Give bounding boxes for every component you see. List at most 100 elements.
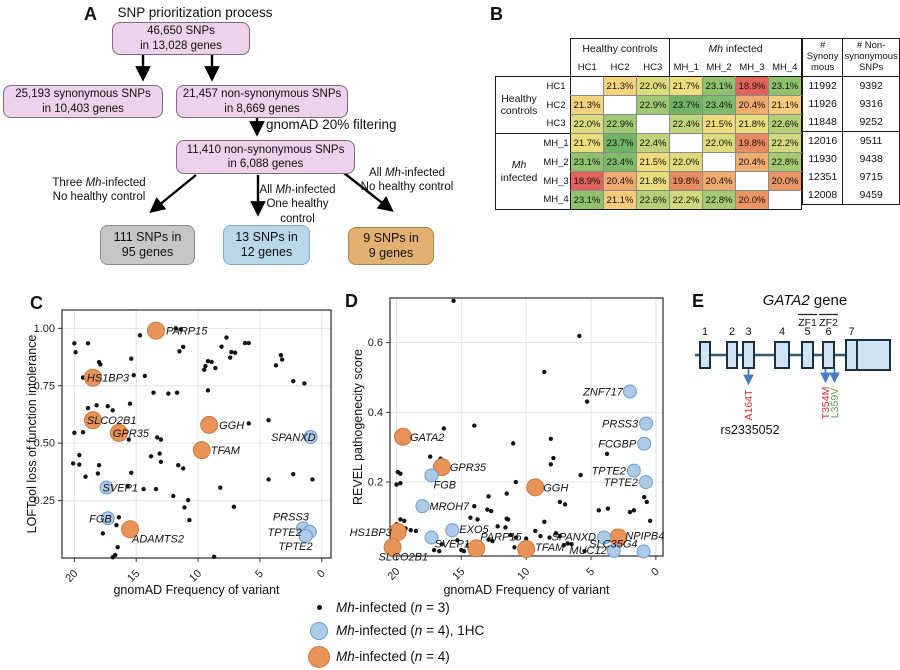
- variant-label: L359V: [829, 388, 841, 418]
- heatmap-cell: 20.4%: [735, 95, 769, 115]
- x-axis-title: gnomAD Frequency of variant: [113, 583, 280, 597]
- data-point-blue: [99, 480, 114, 495]
- variant-label: T354M: [820, 387, 832, 420]
- heatmap-cell: 20.4%: [702, 171, 736, 191]
- data-point-black: [551, 455, 556, 461]
- row-header: HC2: [546, 99, 566, 111]
- counts-cell: 9511: [842, 131, 900, 150]
- data-point-black: [187, 517, 192, 523]
- col-header: HC2: [610, 62, 630, 73]
- exon-number: 7: [848, 326, 854, 338]
- gene-title: GATA2 gene: [763, 292, 848, 309]
- data-point-black: [578, 472, 583, 478]
- data-point-blue: [638, 475, 653, 490]
- x-tick-label: 20: [385, 566, 402, 583]
- data-point-black: [503, 525, 508, 530]
- gene-label: TPTE2: [267, 527, 301, 539]
- data-point-black: [73, 350, 78, 355]
- data-point-black: [302, 381, 307, 386]
- data-point-black: [538, 533, 543, 539]
- heatmap-cell: 22.0%: [570, 114, 604, 134]
- heatmap-cell: [636, 114, 670, 134]
- heatmap-cell: 22.6%: [768, 114, 802, 134]
- exon-box: [774, 341, 790, 369]
- data-point-black: [486, 537, 491, 542]
- data-point-black: [468, 515, 473, 520]
- heatmap-cell: 22.8%: [768, 152, 802, 172]
- data-point-black: [553, 531, 559, 536]
- heatmap-cell: [735, 171, 769, 191]
- heatmap-cell: 20.0%: [735, 190, 769, 210]
- x-tick-label: 0: [315, 568, 328, 581]
- data-point-black: [291, 378, 296, 384]
- data-point-black: [246, 421, 251, 426]
- gene-label: SLCO2B1: [87, 415, 137, 427]
- data-point-black: [441, 426, 447, 431]
- data-point-black: [148, 454, 154, 459]
- legend-label: Mh-infected (n = 4), 1HC: [336, 623, 485, 638]
- data-point-black: [72, 341, 77, 346]
- data-point-black: [398, 517, 403, 522]
- data-point-black: [174, 390, 180, 395]
- heatmap-cell: 22.9%: [603, 114, 637, 134]
- data-point-black: [205, 359, 211, 364]
- data-point-black: [125, 483, 130, 489]
- heatmap-cell: [702, 152, 736, 172]
- gene-label: PARP15: [166, 326, 208, 338]
- heatmap-cell: 22.0%: [702, 133, 736, 153]
- heatmap-cell: 22.0%: [669, 152, 703, 172]
- data-point-orange: [200, 415, 219, 434]
- data-point-black: [176, 463, 181, 468]
- flowchart-arrows: [135, 55, 394, 217]
- data-point-black: [181, 344, 186, 350]
- arrow-box4-box5: [149, 174, 197, 213]
- data-point-black: [181, 466, 186, 471]
- counts-cell: 9392: [842, 76, 900, 95]
- data-point-black: [565, 541, 570, 546]
- data-point-black: [513, 479, 519, 485]
- gene-label: GGH: [543, 482, 568, 494]
- y-axis-title: REVEL pathogenecity score: [351, 349, 365, 505]
- heatmap-cell: 21.8%: [735, 114, 769, 134]
- data-point-black: [437, 548, 442, 554]
- data-point-black: [547, 535, 552, 540]
- data-point-black: [232, 350, 238, 355]
- data-point-orange: [467, 539, 486, 558]
- row-header: HC1: [542, 76, 571, 96]
- y-tick-label: 0.25: [34, 495, 55, 507]
- data-point-black: [279, 357, 285, 362]
- heatmap-cell: 22.0%: [636, 76, 670, 96]
- legend-marker-blue: [310, 621, 328, 640]
- exon-number: 2: [729, 326, 735, 338]
- data-point-black: [542, 519, 547, 525]
- data-point-black: [513, 535, 519, 540]
- gene-label: SLC35G4: [589, 538, 637, 550]
- gene-label: FGB: [89, 513, 112, 525]
- data-point-black: [219, 344, 224, 349]
- data-point-black: [85, 405, 91, 411]
- gene-label: SPANXD: [271, 432, 315, 444]
- heatmap-cell: 22.2%: [669, 190, 703, 210]
- data-point-blue: [637, 436, 652, 451]
- data-point-black: [100, 531, 106, 536]
- data-point-black: [604, 451, 610, 457]
- legend-marker-dot: [316, 604, 322, 610]
- data-point-black: [486, 494, 491, 499]
- heatmap-cell: 18.9%: [735, 76, 769, 96]
- data-point-blue: [636, 544, 651, 559]
- heatmap-cell: [768, 190, 802, 210]
- counts-cell: 9459: [842, 186, 900, 205]
- data-point-black: [627, 509, 633, 515]
- data-point-black: [185, 497, 191, 503]
- x-tick-label: 5: [584, 566, 597, 579]
- gene-label: TFAM: [211, 445, 241, 457]
- heatmap-cell: [603, 95, 637, 115]
- counts-cell: 12016: [801, 131, 844, 150]
- data-point-black: [557, 499, 563, 505]
- data-point-black: [203, 363, 208, 369]
- data-point-black: [398, 480, 403, 486]
